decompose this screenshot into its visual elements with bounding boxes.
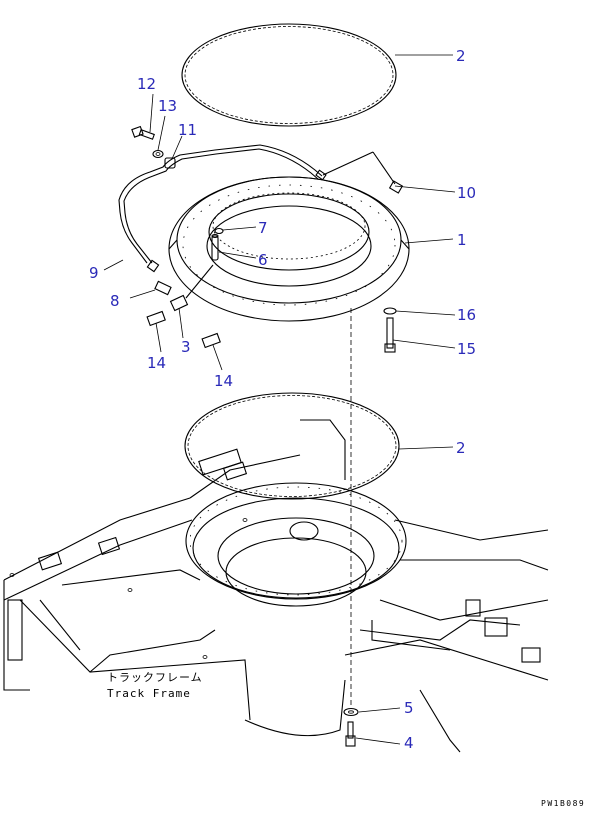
clamp-part [164, 157, 176, 169]
connector-fitting-part [146, 259, 172, 296]
part-label-14-left: 14 [147, 354, 166, 372]
pipe-end-fitting [315, 169, 327, 181]
bolt-part-right [384, 317, 396, 353]
washer-part-lower [343, 707, 359, 717]
elbow-fitting-part [322, 151, 404, 194]
part-label-13: 13 [158, 97, 177, 115]
part-label-16: 16 [457, 306, 476, 324]
seal-ring-upper [181, 23, 397, 127]
part-label-4: 4 [404, 734, 414, 752]
part-label-9: 9 [89, 264, 99, 282]
part-label-2-upper: 2 [456, 47, 466, 65]
part-label-1: 1 [457, 231, 467, 249]
part-label-12: 12 [137, 75, 156, 93]
drawing-code: PW1B089 [541, 799, 585, 808]
part-label-14-right: 14 [214, 372, 233, 390]
track-frame [3, 419, 549, 753]
track-frame-label-jp: トラックフレーム [107, 671, 203, 684]
part-label-15: 15 [457, 340, 476, 358]
grease-pipe [118, 144, 323, 264]
pin-part [211, 233, 219, 261]
plug-part [214, 227, 224, 235]
part-label-11: 11 [178, 121, 197, 139]
washer-part-upper [152, 149, 164, 159]
part-label-7: 7 [258, 219, 268, 237]
swing-circle-bearing [168, 176, 410, 322]
part-label-10: 10 [457, 184, 476, 202]
part-label-8: 8 [110, 292, 120, 310]
grease-nipple-part-right [201, 332, 221, 349]
tee-fitting-part [169, 264, 214, 312]
leader-lines [103, 54, 456, 745]
bolt-part-upper [131, 125, 155, 140]
part-label-5: 5 [404, 699, 414, 717]
washer-part-right [383, 307, 397, 315]
bolt-part-lower [345, 721, 356, 747]
seal-ring-lower [184, 392, 400, 500]
part-label-3: 3 [181, 338, 191, 356]
track-frame-label-en: Track Frame [107, 687, 191, 700]
part-label-2-lower: 2 [456, 439, 466, 457]
grease-nipple-part-left [146, 310, 166, 327]
part-label-6: 6 [258, 251, 268, 269]
